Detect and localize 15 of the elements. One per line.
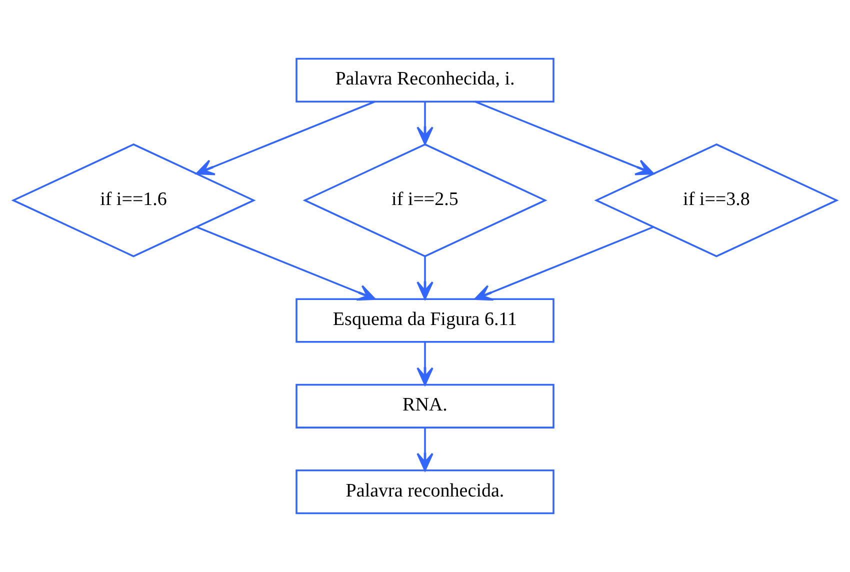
- arrow: [474, 100, 654, 176]
- arrow: [416, 428, 434, 472]
- arrow: [416, 342, 434, 386]
- node-box: Palavra reconhecida.: [296, 470, 554, 514]
- arrow: [416, 256, 434, 300]
- node-box: RNA.: [296, 384, 554, 428]
- node-diamond: if i==2.5: [302, 143, 548, 258]
- arrow: [416, 102, 434, 145]
- node-diamond: if i==3.8: [594, 143, 839, 258]
- node-box: Palavra Reconhecida, i.: [296, 58, 554, 102]
- arrow: [474, 226, 654, 301]
- arrow: [196, 100, 376, 176]
- arrow: [196, 226, 376, 301]
- node-box: Esquema da Figura 6.11: [296, 298, 554, 343]
- node-diamond: if i==1.6: [11, 143, 256, 258]
